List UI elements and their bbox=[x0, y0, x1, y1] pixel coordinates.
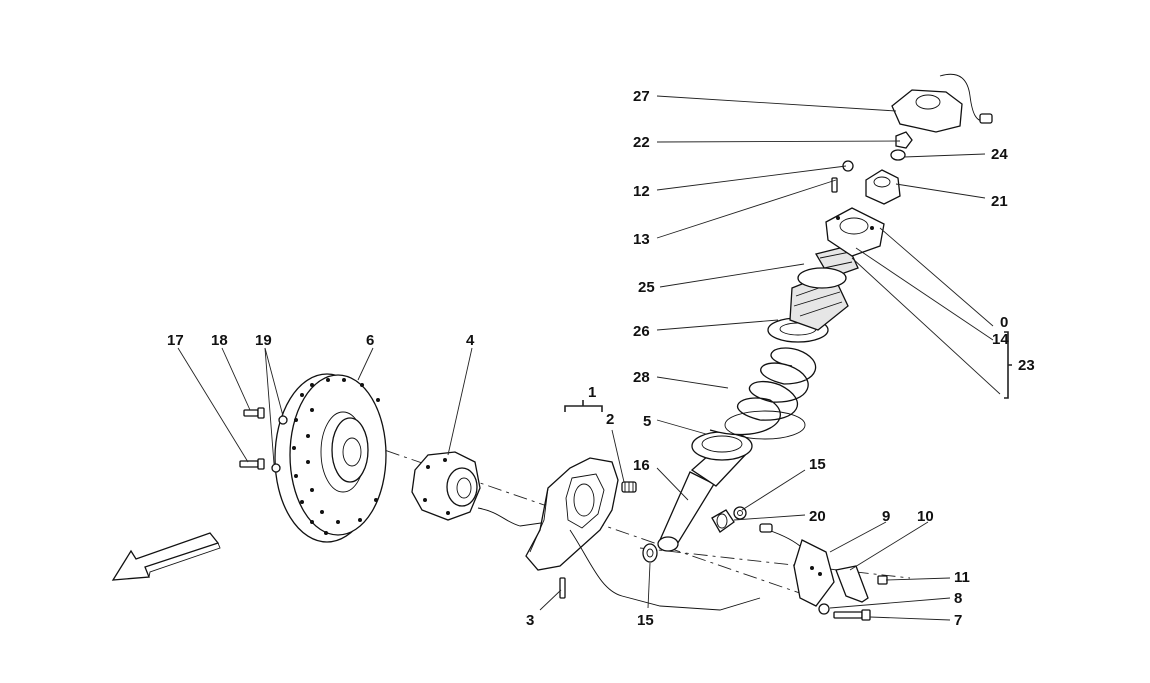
disc-drill-holes bbox=[292, 378, 380, 535]
label-15-lower: 15 bbox=[637, 612, 654, 629]
label-21: 21 bbox=[991, 193, 1008, 210]
sensor-bracket bbox=[793, 539, 835, 607]
lower-pin bbox=[559, 577, 566, 599]
label-18: 18 bbox=[211, 332, 228, 349]
label-2: 2 bbox=[606, 411, 614, 428]
upper-mount-plate bbox=[825, 207, 885, 257]
washer-lower bbox=[642, 543, 658, 563]
shock-absorber bbox=[657, 431, 753, 552]
label-11: 11 bbox=[954, 569, 970, 586]
label-17: 17 bbox=[167, 332, 184, 349]
nut-22 bbox=[895, 131, 913, 149]
label-15-upper: 15 bbox=[809, 456, 826, 473]
wheel-hub bbox=[411, 451, 549, 527]
label-0: 0 bbox=[1000, 314, 1008, 331]
label-12: 12 bbox=[633, 183, 650, 200]
steering-knuckle bbox=[525, 457, 761, 611]
label-23: 23 bbox=[1018, 357, 1035, 374]
screw-7 bbox=[833, 609, 871, 621]
label-3: 3 bbox=[526, 612, 534, 629]
wheel-bolt-lower bbox=[239, 458, 265, 470]
leader-lines bbox=[177, 95, 1001, 621]
label-5: 5 bbox=[643, 413, 651, 430]
bolt-13 bbox=[831, 177, 838, 193]
label-8: 8 bbox=[954, 590, 962, 607]
mounting-plate bbox=[835, 565, 869, 603]
label-16: 16 bbox=[633, 457, 650, 474]
label-28: 28 bbox=[633, 369, 650, 386]
callout-labels: 27 22 24 12 21 13 25 0 14 26 23 28 5 17 … bbox=[167, 88, 1035, 629]
label-19: 19 bbox=[255, 332, 272, 349]
washer-upper bbox=[733, 506, 747, 520]
top-mount bbox=[891, 73, 993, 133]
wheel-bolt-upper bbox=[243, 407, 265, 419]
label-25: 25 bbox=[638, 279, 655, 296]
label-26: 26 bbox=[633, 323, 650, 340]
coil-spring bbox=[709, 347, 817, 440]
label-10: 10 bbox=[917, 508, 934, 525]
label-1: 1 bbox=[588, 384, 596, 401]
label-22: 22 bbox=[633, 134, 650, 151]
stud-bolt bbox=[621, 481, 637, 493]
label-20: 20 bbox=[809, 508, 826, 525]
top-bearing bbox=[865, 169, 901, 205]
label-24: 24 bbox=[991, 146, 1008, 163]
arrow-front-icon bbox=[111, 532, 221, 581]
damper-bush bbox=[711, 509, 735, 533]
label-4: 4 bbox=[466, 332, 475, 349]
label-14: 14 bbox=[992, 331, 1009, 348]
label-9: 9 bbox=[882, 508, 890, 525]
brake-disc bbox=[274, 373, 387, 543]
washer-8 bbox=[818, 603, 830, 615]
rubber-ring bbox=[797, 267, 847, 289]
group-bracket-1 bbox=[564, 400, 603, 412]
label-7: 7 bbox=[954, 612, 962, 629]
wheel-nut-upper bbox=[278, 415, 288, 425]
label-6: 6 bbox=[366, 332, 374, 349]
label-27: 27 bbox=[633, 88, 650, 105]
label-13: 13 bbox=[633, 231, 650, 248]
nut-11 bbox=[877, 575, 888, 585]
group-bracket-23 bbox=[1004, 331, 1012, 399]
sensor-cable bbox=[759, 523, 801, 547]
wheel-nut-lower bbox=[271, 463, 281, 473]
washer-24 bbox=[890, 149, 906, 161]
